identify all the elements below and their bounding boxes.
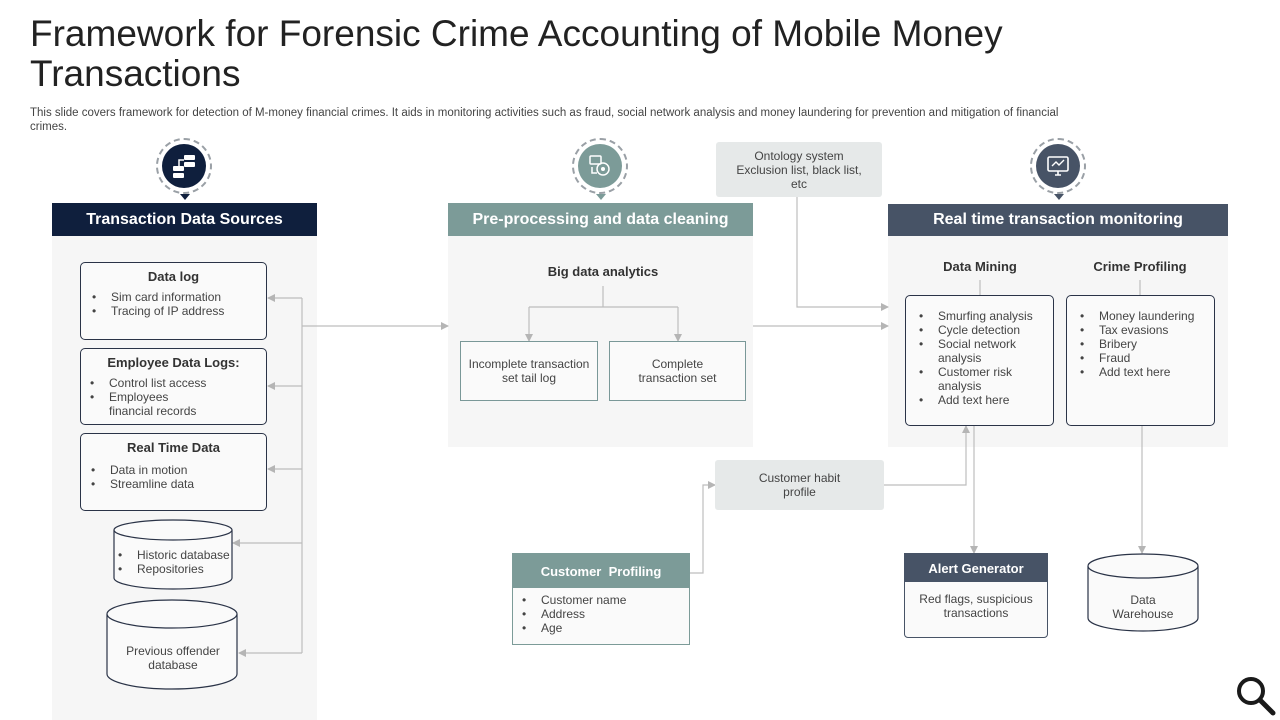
monitoring-header: Real time transaction monitoring	[888, 204, 1228, 236]
list-item: Cycle detection	[919, 323, 1037, 337]
database-server-icon	[162, 144, 206, 188]
sources-icon-ring	[156, 138, 212, 194]
alert-generator-box: Alert Generator Red flags, suspicious tr…	[904, 553, 1048, 638]
real-time-title: Real Time Data	[127, 440, 220, 455]
list-item: Repositories	[118, 562, 238, 576]
list-item: Smurfing analysis	[919, 309, 1037, 323]
customer-habit-profile-note: Customer habit profile	[715, 460, 884, 510]
data-processing-icon	[578, 144, 622, 188]
data-warehouse-cylinder	[1087, 553, 1199, 632]
offender-database-label: Previous offender database	[126, 644, 220, 672]
list-item: Bribery	[1080, 337, 1205, 351]
list-item: Historic database	[118, 548, 238, 562]
list-item: Tracing of IP address	[92, 304, 266, 318]
data-log-box: Data log Sim card information Tracing of…	[80, 262, 267, 340]
list-item: Tax evasions	[1080, 323, 1205, 337]
monitoring-icon-ring	[1030, 138, 1086, 194]
list-item: Address	[522, 607, 689, 621]
real-time-data-box: Real Time Data Data in motion Streamline…	[80, 433, 267, 511]
list-item: Social network analysis	[919, 337, 1037, 365]
data-mining-box: Smurfing analysis Cycle detection Social…	[905, 295, 1054, 426]
list-item: Age	[522, 621, 689, 635]
customer-profiling-box: Customer Profiling Customer name Address…	[512, 553, 690, 645]
sources-icon-pointer	[180, 194, 190, 200]
data-warehouse-label: Data Warehouse	[1112, 593, 1174, 621]
list-item: Money laundering	[1080, 309, 1205, 323]
customer-profiling-header: Customer Profiling	[513, 554, 689, 588]
ontology-system-note: Ontology system Exclusion list, black li…	[716, 142, 882, 197]
offender-database-cylinder	[106, 599, 238, 690]
page-subtitle: This slide covers framework for detectio…	[30, 107, 1059, 133]
preprocessing-icon-ring	[572, 138, 628, 194]
alert-generator-body: Red flags, suspicious transactions	[919, 592, 1033, 620]
search-icon[interactable]	[1234, 674, 1278, 718]
big-data-analytics-label: Big data analytics	[547, 264, 659, 279]
incomplete-transaction-box: Incomplete transaction set tail log	[460, 341, 598, 401]
monitor-screen-icon	[1036, 144, 1080, 188]
monitoring-icon-pointer	[1054, 194, 1064, 200]
complete-transaction-box: Complete transaction set	[609, 341, 746, 401]
data-mining-title: Data Mining	[943, 259, 1017, 274]
employee-logs-box: Employee Data Logs: Control list access …	[80, 348, 267, 425]
historic-database-list: Historic database Repositories	[118, 548, 238, 576]
crime-profiling-title: Crime Profiling	[1093, 259, 1187, 274]
data-log-title: Data log	[147, 269, 200, 284]
alert-generator-header: Alert Generator	[905, 554, 1047, 582]
crime-profiling-box: Money laundering Tax evasions Bribery Fr…	[1066, 295, 1215, 426]
list-item: Sim card information	[92, 290, 266, 304]
list-item: Customer name	[522, 593, 689, 607]
page-title: Framework for Forensic Crime Accounting …	[30, 13, 1003, 94]
sources-header: Transaction Data Sources	[52, 203, 317, 236]
list-item: Control list access	[90, 376, 210, 390]
preprocessing-header: Pre-processing and data cleaning	[448, 203, 753, 236]
employee-logs-title: Employee Data Logs:	[107, 355, 240, 370]
list-item: Employees financial records	[90, 390, 210, 418]
list-item: Streamline data	[91, 477, 266, 491]
list-item: Customer risk analysis	[919, 365, 1037, 393]
list-item: Fraud	[1080, 351, 1205, 365]
list-item: Add text here	[919, 393, 1037, 407]
list-item: Add text here	[1080, 365, 1205, 379]
list-item: Data in motion	[91, 463, 266, 477]
preprocessing-icon-pointer	[596, 194, 606, 200]
